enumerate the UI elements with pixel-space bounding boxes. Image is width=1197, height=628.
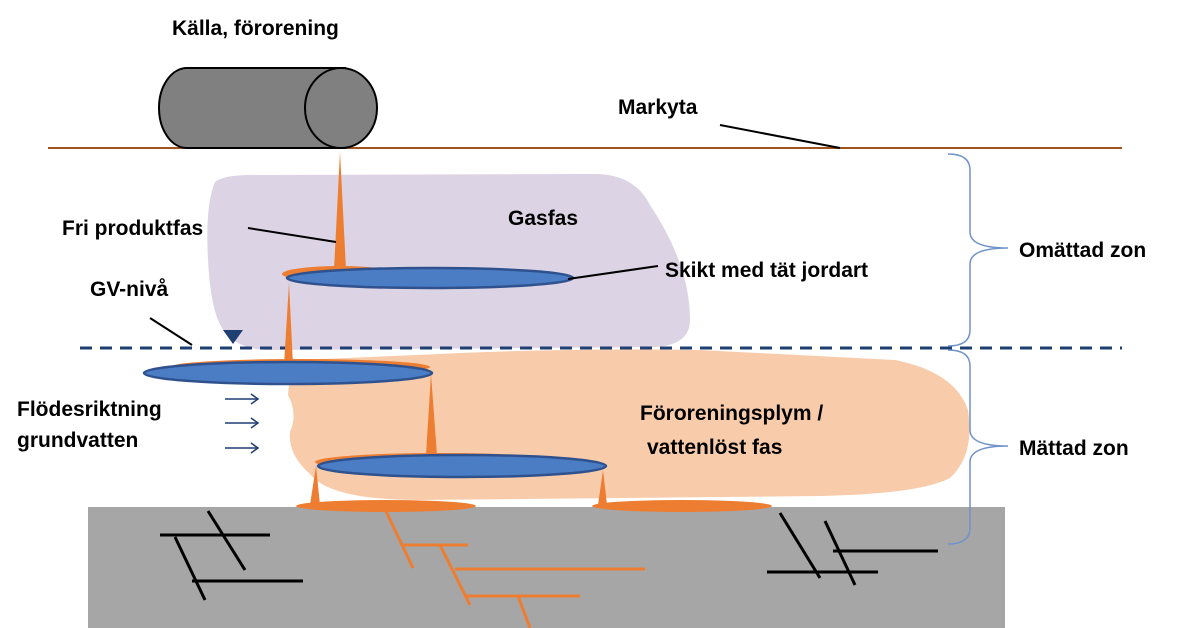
ground-surface-label: Markyta (618, 96, 698, 119)
arrow-right-icon (225, 393, 260, 405)
source-barrel (158, 67, 378, 149)
gas-phase-zone (207, 174, 691, 350)
contaminant-fractures (381, 504, 645, 628)
ground-surface-pointer (719, 124, 841, 149)
plume-label-2: vattenlöst fas (647, 436, 782, 459)
bedrock-fractures (160, 510, 938, 601)
unsaturated-zone-bracket (947, 153, 1009, 347)
zone-brackets (947, 153, 1009, 545)
dense-soil-lenses (142, 266, 608, 479)
triangle-down-icon (223, 330, 243, 344)
contaminant-drips (284, 152, 607, 505)
contaminant-pools (296, 500, 772, 512)
gw-level-label: GV-nivå (90, 278, 169, 301)
flow-arrows (225, 393, 260, 454)
source-label: Källa, förorening (172, 17, 339, 40)
arrow-right-icon (225, 417, 260, 429)
dense-layer-label: Skikt med tät jordart (665, 259, 868, 282)
arrow-right-icon (225, 442, 260, 454)
saturated-zone-label: Mättad zon (1019, 437, 1129, 460)
gas-phase-label: Gasfas (508, 207, 578, 230)
free-product-pointer (247, 227, 337, 243)
dense-layer-pointer (567, 265, 659, 280)
saturated-zone-bracket (947, 349, 1009, 545)
unsaturated-zone-label: Omättad zon (1019, 239, 1146, 262)
free-product-label: Fri produktfas (62, 217, 203, 240)
flow-direction-label-2: grundvatten (17, 429, 138, 452)
flow-direction-label-1: Flödesriktning (17, 398, 162, 421)
gw-level-pointer (149, 317, 193, 346)
plume-label-1: Föroreningsplym / (640, 402, 823, 425)
